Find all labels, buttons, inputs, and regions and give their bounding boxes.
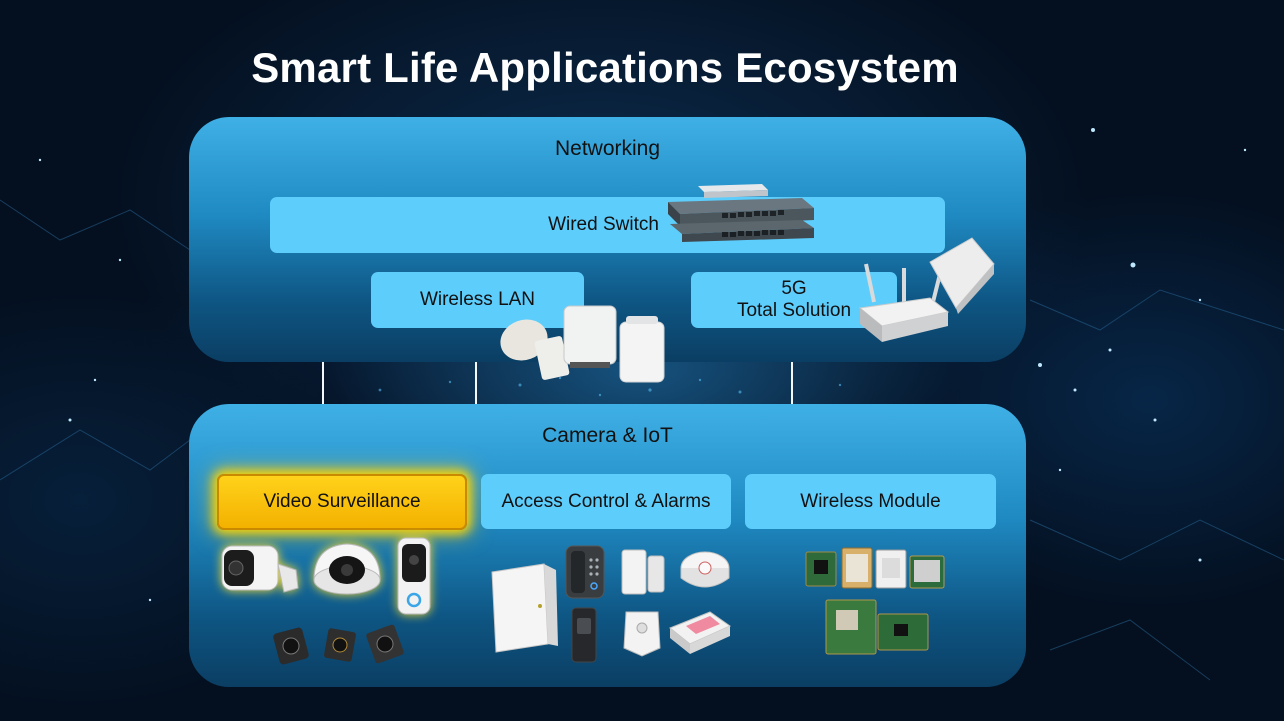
camera-iot-title: Camera & IoT	[542, 424, 673, 447]
keypad-icon	[565, 545, 605, 599]
alarm-sensor-icon	[669, 611, 732, 654]
network-switch-icon	[668, 184, 814, 242]
5g-label: 5G	[781, 278, 807, 299]
video-doorbell-icon	[397, 537, 431, 615]
door-sensor-icon	[621, 549, 665, 595]
wireless-ap-icon	[500, 305, 665, 383]
video-surveillance-box[interactable]: Video Surveillance	[217, 474, 467, 530]
video-surveillance-label: Video Surveillance	[263, 491, 421, 512]
card-reader-icon	[571, 607, 597, 663]
wired-switch-label: Wired Switch	[548, 214, 659, 235]
bullet-camera-icon	[221, 545, 299, 593]
wireless-lan-label: Wireless LAN	[419, 289, 536, 310]
page-title: Smart Life Applications Ecosystem	[251, 44, 959, 91]
wireless-lan-box[interactable]: Wireless LAN	[371, 272, 584, 328]
wired-switch-box[interactable]: Wired Switch	[270, 197, 945, 253]
wireless-module-box[interactable]: Wireless Module	[745, 474, 996, 529]
control-panel-icon	[491, 563, 558, 653]
wireless-module-label: Wireless Module	[800, 490, 941, 512]
networking-title: Networking	[554, 137, 661, 160]
total-solution-label: Total Solution	[736, 300, 852, 321]
5g-router-icon	[858, 237, 995, 342]
wireless-module-icon	[805, 547, 945, 655]
motion-sensor-icon	[623, 611, 661, 657]
dome-camera-icon	[313, 543, 381, 595]
access-control-alarms-label: Access Control & Alarms	[501, 490, 711, 512]
camera-module-icon	[273, 624, 404, 665]
access-control-alarms-box[interactable]: Access Control & Alarms	[481, 474, 731, 529]
smoke-detector-icon	[680, 551, 730, 588]
